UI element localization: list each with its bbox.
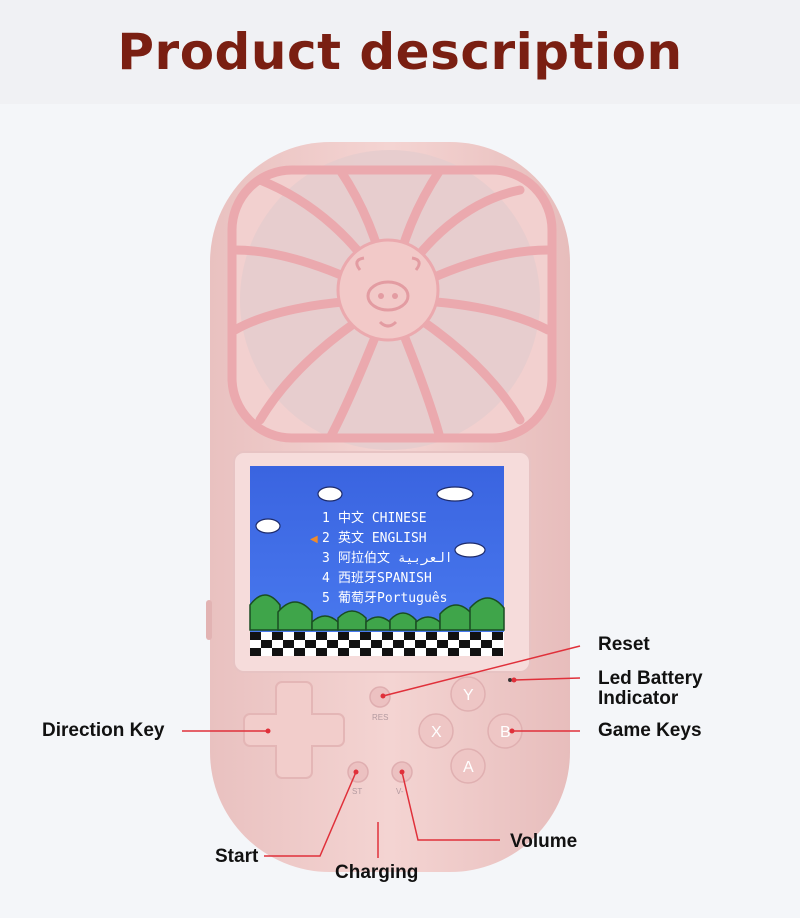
callout-reset: Reset	[598, 634, 650, 655]
menu-item-1-number: 1	[322, 511, 330, 526]
reset-button[interactable]: RES	[369, 686, 391, 722]
pig-face-icon	[336, 238, 440, 342]
game-key-b-label: B	[500, 724, 511, 741]
menu-item-4-label: 西班牙SPANISH	[338, 571, 432, 586]
menu-cursor-icon: ◀	[310, 534, 318, 545]
game-key-y-label: Y	[463, 687, 474, 704]
menu-item-4-number: 4	[322, 571, 330, 586]
callout-led-battery-line2: Indicator	[598, 688, 679, 709]
callout-charging: Charging	[335, 862, 419, 883]
header: Product description	[0, 0, 800, 104]
callout-start: Start	[215, 846, 259, 867]
reset-button-label: RES	[372, 713, 388, 722]
fan	[227, 150, 557, 450]
game-key-x-label: X	[431, 724, 442, 741]
callout-led-battery-line1: Led Battery	[598, 668, 703, 689]
menu-item-2-label: 英文 ENGLISH	[338, 531, 427, 546]
callout-volume: Volume	[510, 831, 578, 852]
menu-item-3-number: 3	[322, 551, 330, 566]
callout-direction-key: Direction Key	[42, 720, 165, 741]
direction-key[interactable]	[243, 681, 345, 779]
page-title: Product description	[117, 23, 683, 81]
led-battery-indicator	[508, 678, 512, 682]
callout-lines	[182, 645, 581, 858]
side-switch[interactable]	[206, 600, 212, 640]
product-stage: 1 中文 CHINESE ◀ 2 英文 ENGLISH 3 阿拉伯文 العرب…	[0, 104, 800, 918]
game-key-a-label: A	[463, 759, 474, 776]
handheld-device-illustration: 1 中文 CHINESE ◀ 2 英文 ENGLISH 3 阿拉伯文 العرب…	[182, 142, 581, 872]
callout-game-keys: Game Keys	[598, 720, 702, 741]
menu-item-5-number: 5	[322, 591, 330, 606]
menu-item-3-label: 阿拉伯文 العربية	[338, 551, 453, 566]
menu-item-2-number: 2	[322, 531, 330, 546]
game-key-y[interactable]: Y	[450, 676, 486, 712]
game-key-x[interactable]: X	[418, 713, 454, 749]
language-menu: 1 中文 CHINESE ◀ 2 英文 ENGLISH 3 阿拉伯文 العرب…	[310, 511, 453, 606]
game-key-a[interactable]: A	[450, 748, 486, 784]
menu-item-1-label: 中文 CHINESE	[338, 511, 427, 526]
game-screen: 1 中文 CHINESE ◀ 2 英文 ENGLISH 3 阿拉伯文 العرب…	[249, 466, 505, 656]
menu-item-5-label: 葡萄牙Português	[338, 591, 447, 606]
start-button-label: ST	[352, 787, 362, 796]
volume-button-label: V-	[396, 787, 404, 796]
